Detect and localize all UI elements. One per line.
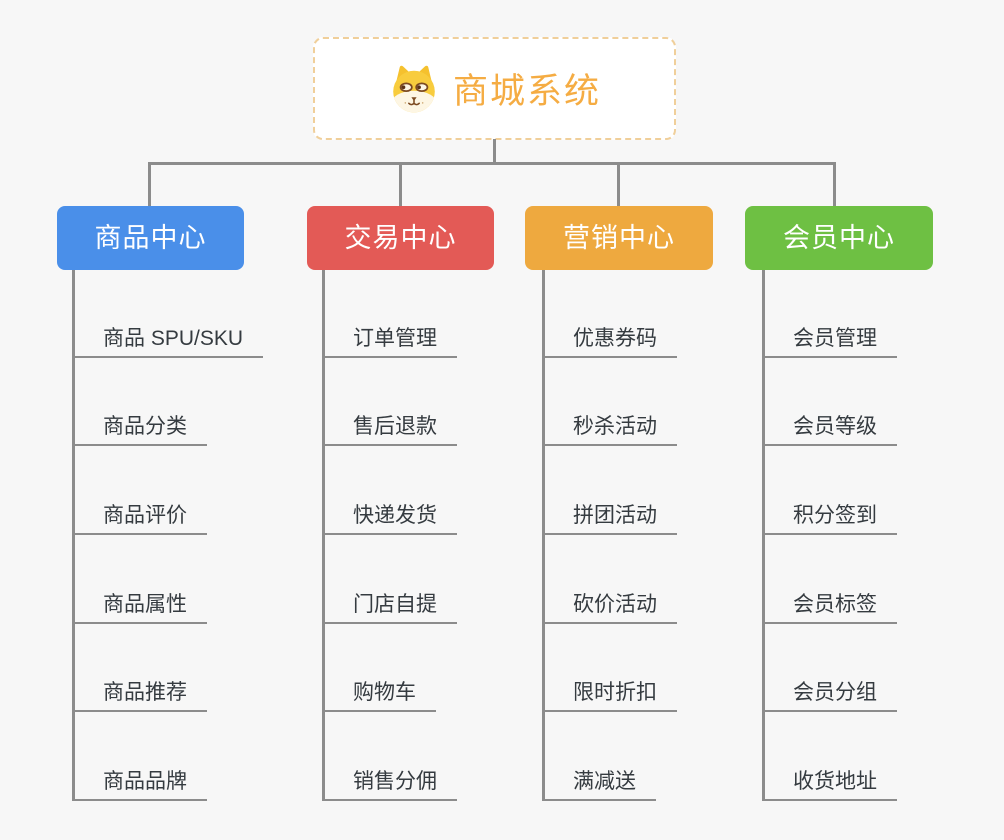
dog-face-icon — [388, 64, 440, 114]
connector-trunk-member — [762, 270, 765, 801]
leaf-topic[interactable]: 售后退款 — [322, 412, 457, 446]
leaf-topic[interactable]: 会员标签 — [762, 590, 897, 624]
leaf-topic[interactable]: 商品品牌 — [72, 767, 207, 801]
connector-trunk-marketing — [542, 270, 545, 801]
branch-node-member-center[interactable]: 会员中心 — [745, 206, 933, 270]
leaf-topic[interactable]: 限时折扣 — [542, 678, 677, 712]
connector-trunk-trade — [322, 270, 325, 801]
leaf-topic[interactable]: 商品分类 — [72, 412, 207, 446]
connector-drop-branch-3 — [617, 162, 620, 206]
leaf-topic[interactable]: 优惠券码 — [542, 324, 677, 358]
leaf-topic[interactable]: 收货地址 — [762, 767, 897, 801]
leaf-topic[interactable]: 购物车 — [322, 678, 436, 712]
leaf-topic[interactable]: 秒杀活动 — [542, 412, 677, 446]
leaf-topic[interactable]: 商品评价 — [72, 501, 207, 535]
root-topic-title: 商城系统 — [452, 72, 601, 111]
leaf-topic[interactable]: 商品属性 — [72, 590, 207, 624]
leaf-topic[interactable]: 门店自提 — [322, 590, 457, 624]
leaf-topic[interactable]: 会员等级 — [762, 412, 897, 446]
leaf-topic[interactable]: 销售分佣 — [322, 767, 457, 801]
leaf-topic[interactable]: 订单管理 — [322, 324, 457, 358]
leaf-topic[interactable]: 商品 SPU/SKU — [72, 324, 264, 358]
leaf-topic[interactable]: 满减送 — [542, 767, 656, 801]
leaf-topic[interactable]: 会员管理 — [762, 324, 897, 358]
branch-node-trade-center[interactable]: 交易中心 — [307, 206, 494, 270]
leaf-topic[interactable]: 砍价活动 — [542, 590, 677, 624]
connector-bus — [148, 162, 836, 206]
leaf-topic[interactable]: 积分签到 — [762, 501, 897, 535]
branch-node-product-center[interactable]: 商品中心 — [57, 206, 244, 270]
connector-root-drop — [493, 139, 496, 163]
root-topic[interactable]: 商城系统 — [313, 37, 676, 140]
leaf-topic[interactable]: 拼团活动 — [542, 501, 677, 535]
connector-drop-branch-2 — [399, 162, 402, 206]
leaf-topic[interactable]: 商品推荐 — [72, 678, 207, 712]
leaf-topic[interactable]: 快递发货 — [322, 501, 457, 535]
connector-trunk-product — [72, 270, 75, 801]
leaf-topic[interactable]: 会员分组 — [762, 678, 897, 712]
branch-node-marketing-center[interactable]: 营销中心 — [525, 206, 713, 270]
